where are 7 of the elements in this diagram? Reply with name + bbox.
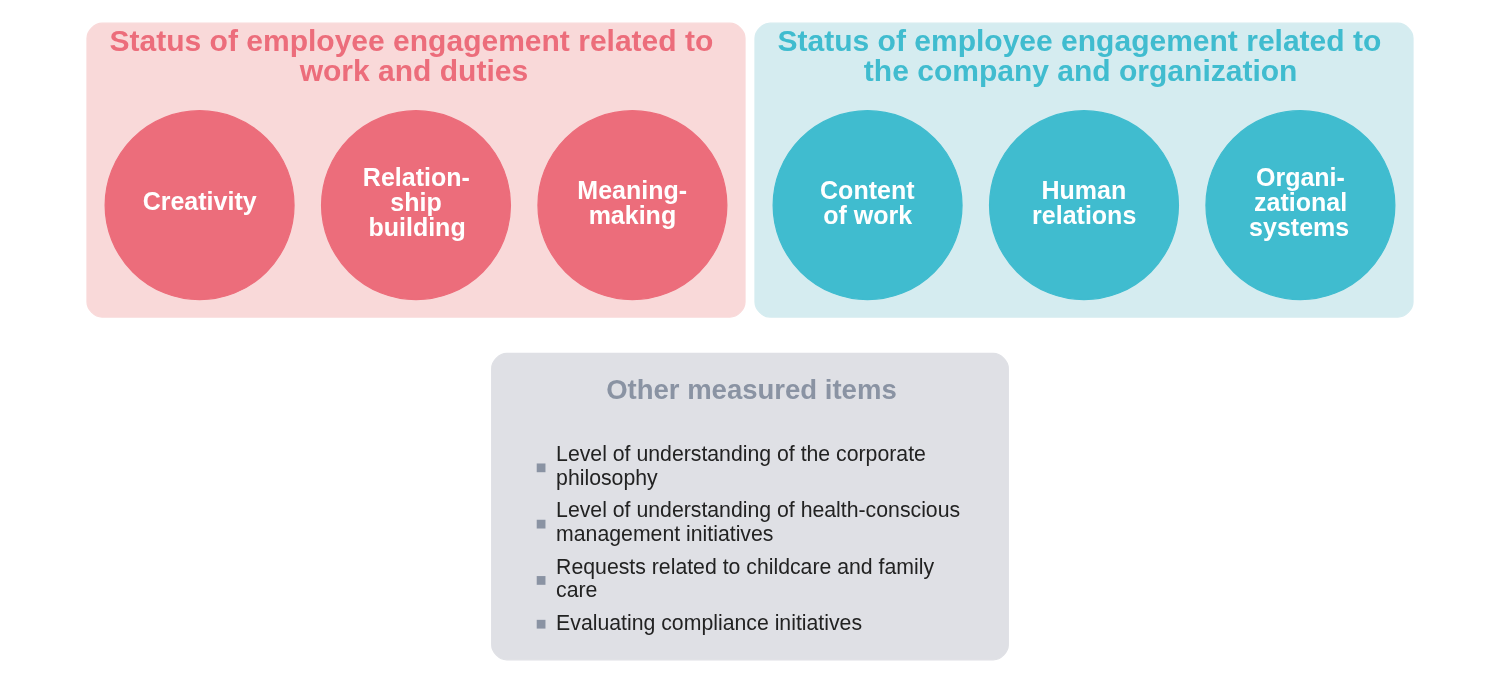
node-circle: Relation-ship building <box>320 110 512 301</box>
node-circle: Human relations <box>988 110 1180 301</box>
node-circle: Meaning-making <box>537 110 728 301</box>
node-circle: Organi-zational systems <box>1205 110 1396 301</box>
node-circle: Creativity <box>104 110 295 301</box>
node-circle: Content of work <box>772 110 963 301</box>
node-box: Other measured items Level of understanding of the corporate philosophy Level of understanding of health-conscious management initiatives Requests related to childcare and family care Evaluating compliance initiatives <box>491 352 1009 661</box>
